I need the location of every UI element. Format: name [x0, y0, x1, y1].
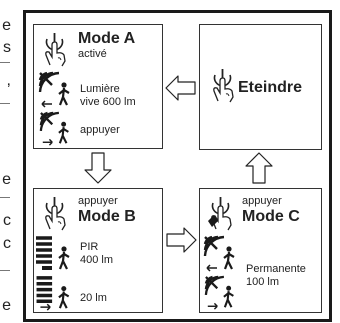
- panel-eteindre: Eteindre: [199, 24, 322, 150]
- panel-mode-b: appuyer Mode B PIR 400 lm 20 lm: [33, 188, 163, 313]
- gutter-letter-1: e: [2, 17, 11, 34]
- gutter-letter-5: c: [3, 212, 11, 229]
- motion-sensor-icon: [39, 111, 69, 146]
- motion-sensor-icon: [203, 235, 235, 272]
- motion-sensor-icon: [38, 71, 76, 109]
- panel-mode-a: Mode A activé Lumière vive 600 lm appuye…: [33, 24, 163, 149]
- hand-press-power-icon: [208, 197, 232, 231]
- mode-b-above: appuyer: [78, 195, 118, 207]
- motion-sensor-icon: [204, 275, 234, 310]
- gutter-letter-7: e: [2, 297, 11, 314]
- gutter-rule-4: [0, 270, 10, 271]
- gutter-letter-4: e: [2, 171, 11, 188]
- arrow-mode-a-to-mode-b-icon: [84, 152, 112, 184]
- gutter-rule-3: [0, 197, 10, 198]
- panel-mode-c: appuyer Mode C Permanente 100 lm: [199, 188, 322, 313]
- mode-c-title: Mode C: [242, 208, 300, 225]
- mode-a-subtitle: activé: [78, 48, 107, 60]
- motion-sensor-icon: [36, 276, 70, 311]
- mode-c-above: appuyer: [242, 195, 282, 207]
- hand-press-power-icon: [213, 69, 234, 103]
- gutter-letter-3: ,: [6, 72, 11, 89]
- hand-press-power-icon: [45, 197, 66, 231]
- eteindre-title: Eteindre: [238, 79, 303, 96]
- motion-sensor-icon: [36, 235, 76, 273]
- mode-b-row1-label: PIR 400 lm: [80, 241, 114, 266]
- gutter-rule-2: [0, 103, 10, 104]
- mode-b-row2-label: 20 lm: [80, 292, 107, 304]
- mode-a-row1-label: Lumière vive 600 lm: [80, 83, 136, 108]
- arrow-off-to-mode-a-icon: [165, 75, 196, 101]
- hand-press-power-icon: [45, 33, 66, 67]
- mode-a-title: Mode A: [78, 30, 136, 47]
- gutter-rule-1: [0, 62, 10, 63]
- gutter-letter-6: c: [3, 235, 11, 252]
- gutter-letter-2: s: [3, 39, 11, 56]
- arrow-mode-b-to-mode-c-icon: [166, 227, 197, 253]
- mode-a-row2-label: appuyer: [80, 124, 120, 136]
- arrow-mode-c-to-off-icon: [245, 152, 273, 184]
- mode-c-row1-label: Permanente 100 lm: [246, 263, 306, 288]
- mode-b-title: Mode B: [78, 208, 136, 225]
